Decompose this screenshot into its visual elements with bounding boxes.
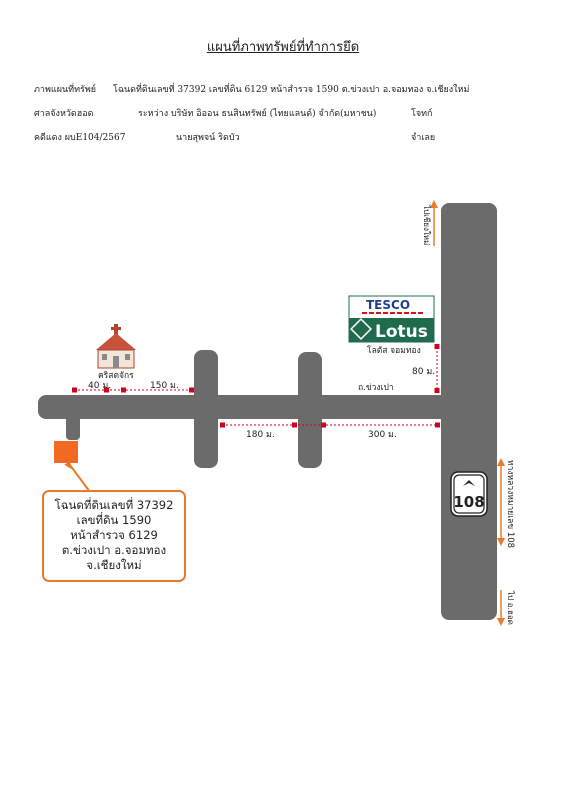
property-info-box: โฉนดที่ดินเลขที่ 37392 เลขที่ดิน 1590 หน…: [42, 490, 186, 582]
property-pointer-line: [69, 464, 91, 493]
row2-parties: ระหว่าง บริษัท อิออน ธนสินทรัพย์ (ไทยแลน…: [138, 109, 377, 119]
road-khuangpao: [38, 395, 452, 419]
highway-108-shield: 108: [450, 471, 488, 517]
row2-court: ศาลจังหวัดฮอด: [34, 109, 94, 119]
label-300m: 300 ม.: [368, 430, 397, 440]
info-subdistrict: ต.ข่วงเปา อ.จอมทอง: [61, 543, 167, 557]
property-marker: [54, 441, 78, 463]
tesco-text: TESCO: [366, 298, 410, 312]
distance-dot: [72, 387, 77, 393]
road-soi-1: [194, 350, 218, 468]
distance-upper: [72, 387, 194, 393]
label-180m: 180 ม.: [246, 430, 275, 440]
info-province: จ.เชียงใหม่: [86, 558, 142, 572]
row3-defendant: นายสุพจน์ ริดบัว: [176, 133, 240, 143]
road-name-label: ถ.ข่วงเปา: [358, 383, 394, 393]
info-land-number: เลขที่ดิน 1590: [76, 513, 152, 527]
row3-case: คดีแดง ผบE104/2567: [34, 133, 126, 143]
distance-dot: [434, 344, 440, 349]
church-icon: [96, 324, 136, 369]
distance-dot: [435, 422, 440, 428]
row1-deed: โฉนดที่ดินเลขที่ 37392 เลขที่ดิน 6129 หน…: [113, 85, 470, 95]
property-pointer-arrow: [64, 460, 72, 470]
row2-plaintiff: โจทก์: [411, 109, 433, 119]
info-survey-page: หน้าสำรวจ 6129: [70, 528, 158, 542]
page-title: แผนที่ภาพทรัพย์ที่ทำการยึด: [206, 40, 360, 55]
row1-label: ภาพแผนที่ทรัพย์: [34, 85, 97, 95]
row3-role: จำเลย: [411, 133, 436, 143]
to-chiangmai-label: ไปเชียงใหม่: [422, 204, 431, 245]
to-hot-label: ไป อ.ฮอด: [506, 590, 515, 625]
distance-vertical: [434, 344, 440, 393]
distance-dot: [189, 387, 194, 393]
road-access-lane: [66, 414, 80, 440]
road-soi-2: [298, 352, 322, 468]
distance-dot: [104, 387, 109, 393]
highway-108: [441, 203, 497, 620]
highway-label-group: ทางหลวงหมายเลข 108: [497, 458, 515, 548]
tesco-lotus-logo: TESCO Lotus: [348, 295, 435, 343]
lotus-text: Lotus: [375, 322, 428, 342]
church-label: คริสตจักร: [98, 371, 134, 381]
info-deed: โฉนดที่ดินเลขที่ 37392: [54, 498, 174, 512]
lotus-branch-label: โลตัส จอมทอง: [367, 345, 421, 356]
distance-dot: [220, 422, 225, 428]
distance-lower: [220, 422, 440, 428]
label-80m: 80 ม.: [412, 367, 435, 377]
distance-dot: [121, 387, 126, 393]
label-150m: 150 ม.: [150, 381, 179, 391]
arrow-to-hot: ไป อ.ฮอด: [497, 590, 515, 626]
highway-name-label: ทางหลวงหมายเลข 108: [505, 460, 515, 548]
arrow-to-chiangmai: ไปเชียงใหม่: [422, 200, 438, 246]
highway-number: 108: [453, 493, 484, 511]
label-40m: 40 ม.: [88, 381, 111, 391]
distance-dot: [434, 388, 440, 393]
distance-dot: [321, 422, 326, 428]
distance-dot: [292, 422, 297, 428]
